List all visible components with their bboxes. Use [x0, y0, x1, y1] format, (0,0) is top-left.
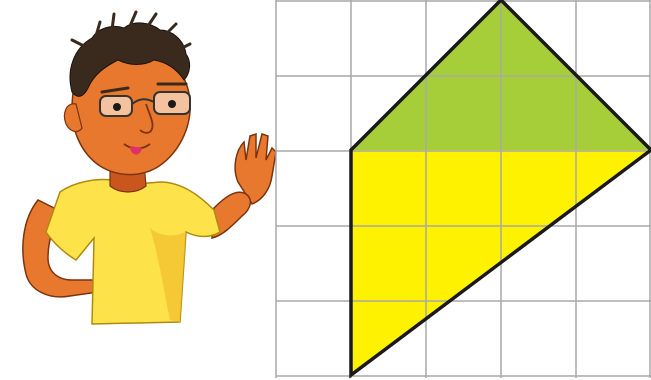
boy-ear	[63, 103, 83, 133]
shape-outline	[349, 0, 651, 379]
boy-tongue	[130, 146, 142, 155]
shape-outline-group	[349, 0, 651, 379]
boy-waving-illustration	[22, 10, 277, 325]
boy-nose	[139, 103, 154, 134]
boy-shirt-shadow	[150, 228, 186, 322]
boy-eye-left	[113, 103, 121, 111]
boy-raised-arm	[211, 191, 252, 239]
boy-hair-strands	[70, 10, 192, 52]
boy-hand	[234, 132, 277, 205]
boy-eyebrows	[100, 82, 188, 94]
boy-shirt	[45, 178, 221, 325]
boy-eye-right	[168, 100, 176, 108]
boy-hair	[69, 22, 191, 97]
